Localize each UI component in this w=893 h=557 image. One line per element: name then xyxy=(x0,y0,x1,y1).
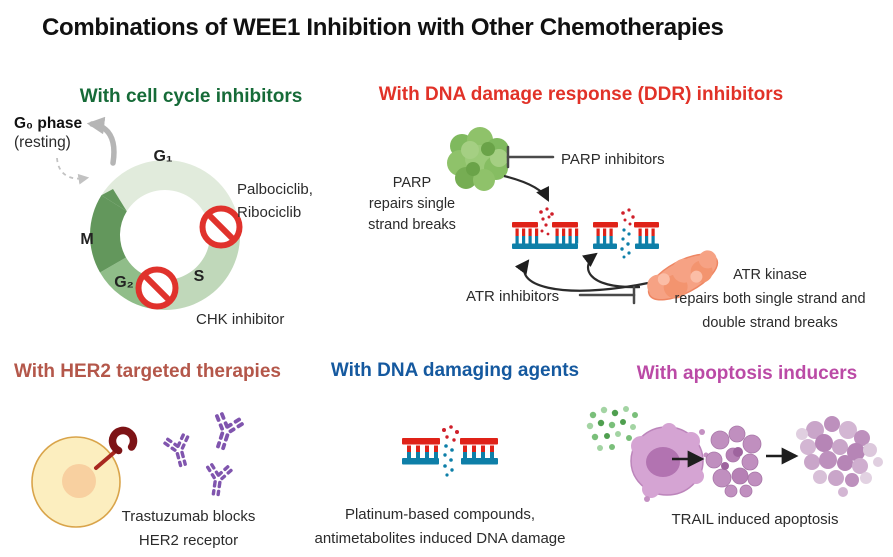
atr-line3: double strand breaks xyxy=(702,315,838,331)
parp-description: PARP repairs single strand breaks xyxy=(347,173,477,236)
atr-line1: ATR kinase xyxy=(733,267,807,283)
phase-label-g1: G₁ xyxy=(153,148,173,165)
ring-segment-g1 xyxy=(101,159,239,228)
parp-line2: repairs single xyxy=(368,196,456,212)
parp-protein-icon xyxy=(447,127,509,191)
dna-debris-red xyxy=(539,207,554,236)
platinum-line1: Platinum-based compounds, xyxy=(344,506,536,523)
tumor-cell xyxy=(31,436,121,528)
g0-return-dashed-arrow-icon xyxy=(56,157,90,185)
platinum-caption: Platinum-based compounds, antimetabolite… xyxy=(295,503,585,551)
dna-debris-blue xyxy=(620,228,631,259)
apoptotic-cell-stage3 xyxy=(796,416,883,497)
apoptotic-cell-stage1 xyxy=(630,423,709,502)
no-entry-icon xyxy=(199,205,243,249)
g0-resting-text: (resting) xyxy=(14,134,71,151)
trastuzumab-line2: HER2 receptor xyxy=(138,532,239,549)
receptor-stalk xyxy=(94,448,119,470)
t-bar-inhibition-icon xyxy=(506,145,555,169)
trastuzumab-caption: Trastuzumab blocks HER2 receptor xyxy=(106,505,271,553)
platinum-line2: antimetabolites induced DNA damage xyxy=(314,530,566,547)
apoptotic-cell-stage2 xyxy=(705,425,763,498)
section-heading-ddr: With DNA damage response (DDR) inhibitor… xyxy=(378,84,784,105)
trastuzumab-line1: Trastuzumab blocks xyxy=(121,508,256,525)
her2-receptor-icon xyxy=(108,426,138,455)
section-heading-her2: With HER2 targeted therapies xyxy=(14,361,281,382)
chk-inhibitor-label: CHK inhibitor xyxy=(196,311,285,328)
parp-line3: strand breaks xyxy=(368,217,456,233)
dna-single-strand-break-icon xyxy=(512,207,579,249)
section-heading-cell-cycle: With cell cycle inhibitors xyxy=(79,86,303,107)
g0-phase-text: G₀ phase xyxy=(14,115,83,132)
antibody-y-icon xyxy=(201,461,235,498)
parp-to-dna-arrow-icon xyxy=(503,174,549,202)
atr-description: ATR kinase repairs both single strand an… xyxy=(650,263,890,335)
trail-ligand-dots-icon xyxy=(586,406,638,451)
palbociclib-line2: Ribociclib xyxy=(237,204,302,221)
phase-label-s: S xyxy=(193,268,205,285)
palbociclib-label: Palbociclib, Ribociclib xyxy=(237,178,313,224)
ring-segment-m xyxy=(89,195,127,273)
antibody-y-icon xyxy=(161,431,197,471)
antibody-y-icon xyxy=(205,409,247,454)
parp-inhibitors-label: PARP inhibitors xyxy=(561,151,665,168)
dna-debris-red xyxy=(442,425,459,442)
t-bar-inhibition-icon xyxy=(578,285,636,305)
section-heading-dna-damage: With DNA damaging agents xyxy=(330,360,580,381)
g0-phase-label: G₀ phase (resting) xyxy=(14,114,82,152)
page-title: Combinations of WEE1 Inhibition with Oth… xyxy=(42,14,724,41)
dna-double-strand-break-icon xyxy=(402,425,498,477)
ring-segment-m-tip xyxy=(101,189,127,212)
atr-inhibitors-label: ATR inhibitors xyxy=(466,288,560,305)
dna-debris-blue xyxy=(443,444,454,477)
dna-double-strand-break-icon xyxy=(593,208,659,259)
phase-label-m: M xyxy=(80,231,94,248)
trail-caption: TRAIL induced apoptosis xyxy=(671,511,839,528)
atr-to-dna1-arrow-icon xyxy=(514,259,649,292)
phase-label-g2: G₂ xyxy=(114,274,134,291)
dna-debris-red xyxy=(621,208,635,226)
palbociclib-line1: Palbociclib, xyxy=(237,181,313,198)
atr-line2: repairs both single strand and xyxy=(674,291,866,307)
no-entry-icon xyxy=(135,266,179,310)
atr-to-dna2-arrow-icon xyxy=(581,252,641,289)
parp-line1: PARP xyxy=(392,175,432,191)
atr-kinase-protein-icon xyxy=(647,250,719,301)
cycle-exit-arrow-icon xyxy=(86,116,117,166)
section-heading-apoptosis: With apoptosis inducers xyxy=(636,363,858,384)
